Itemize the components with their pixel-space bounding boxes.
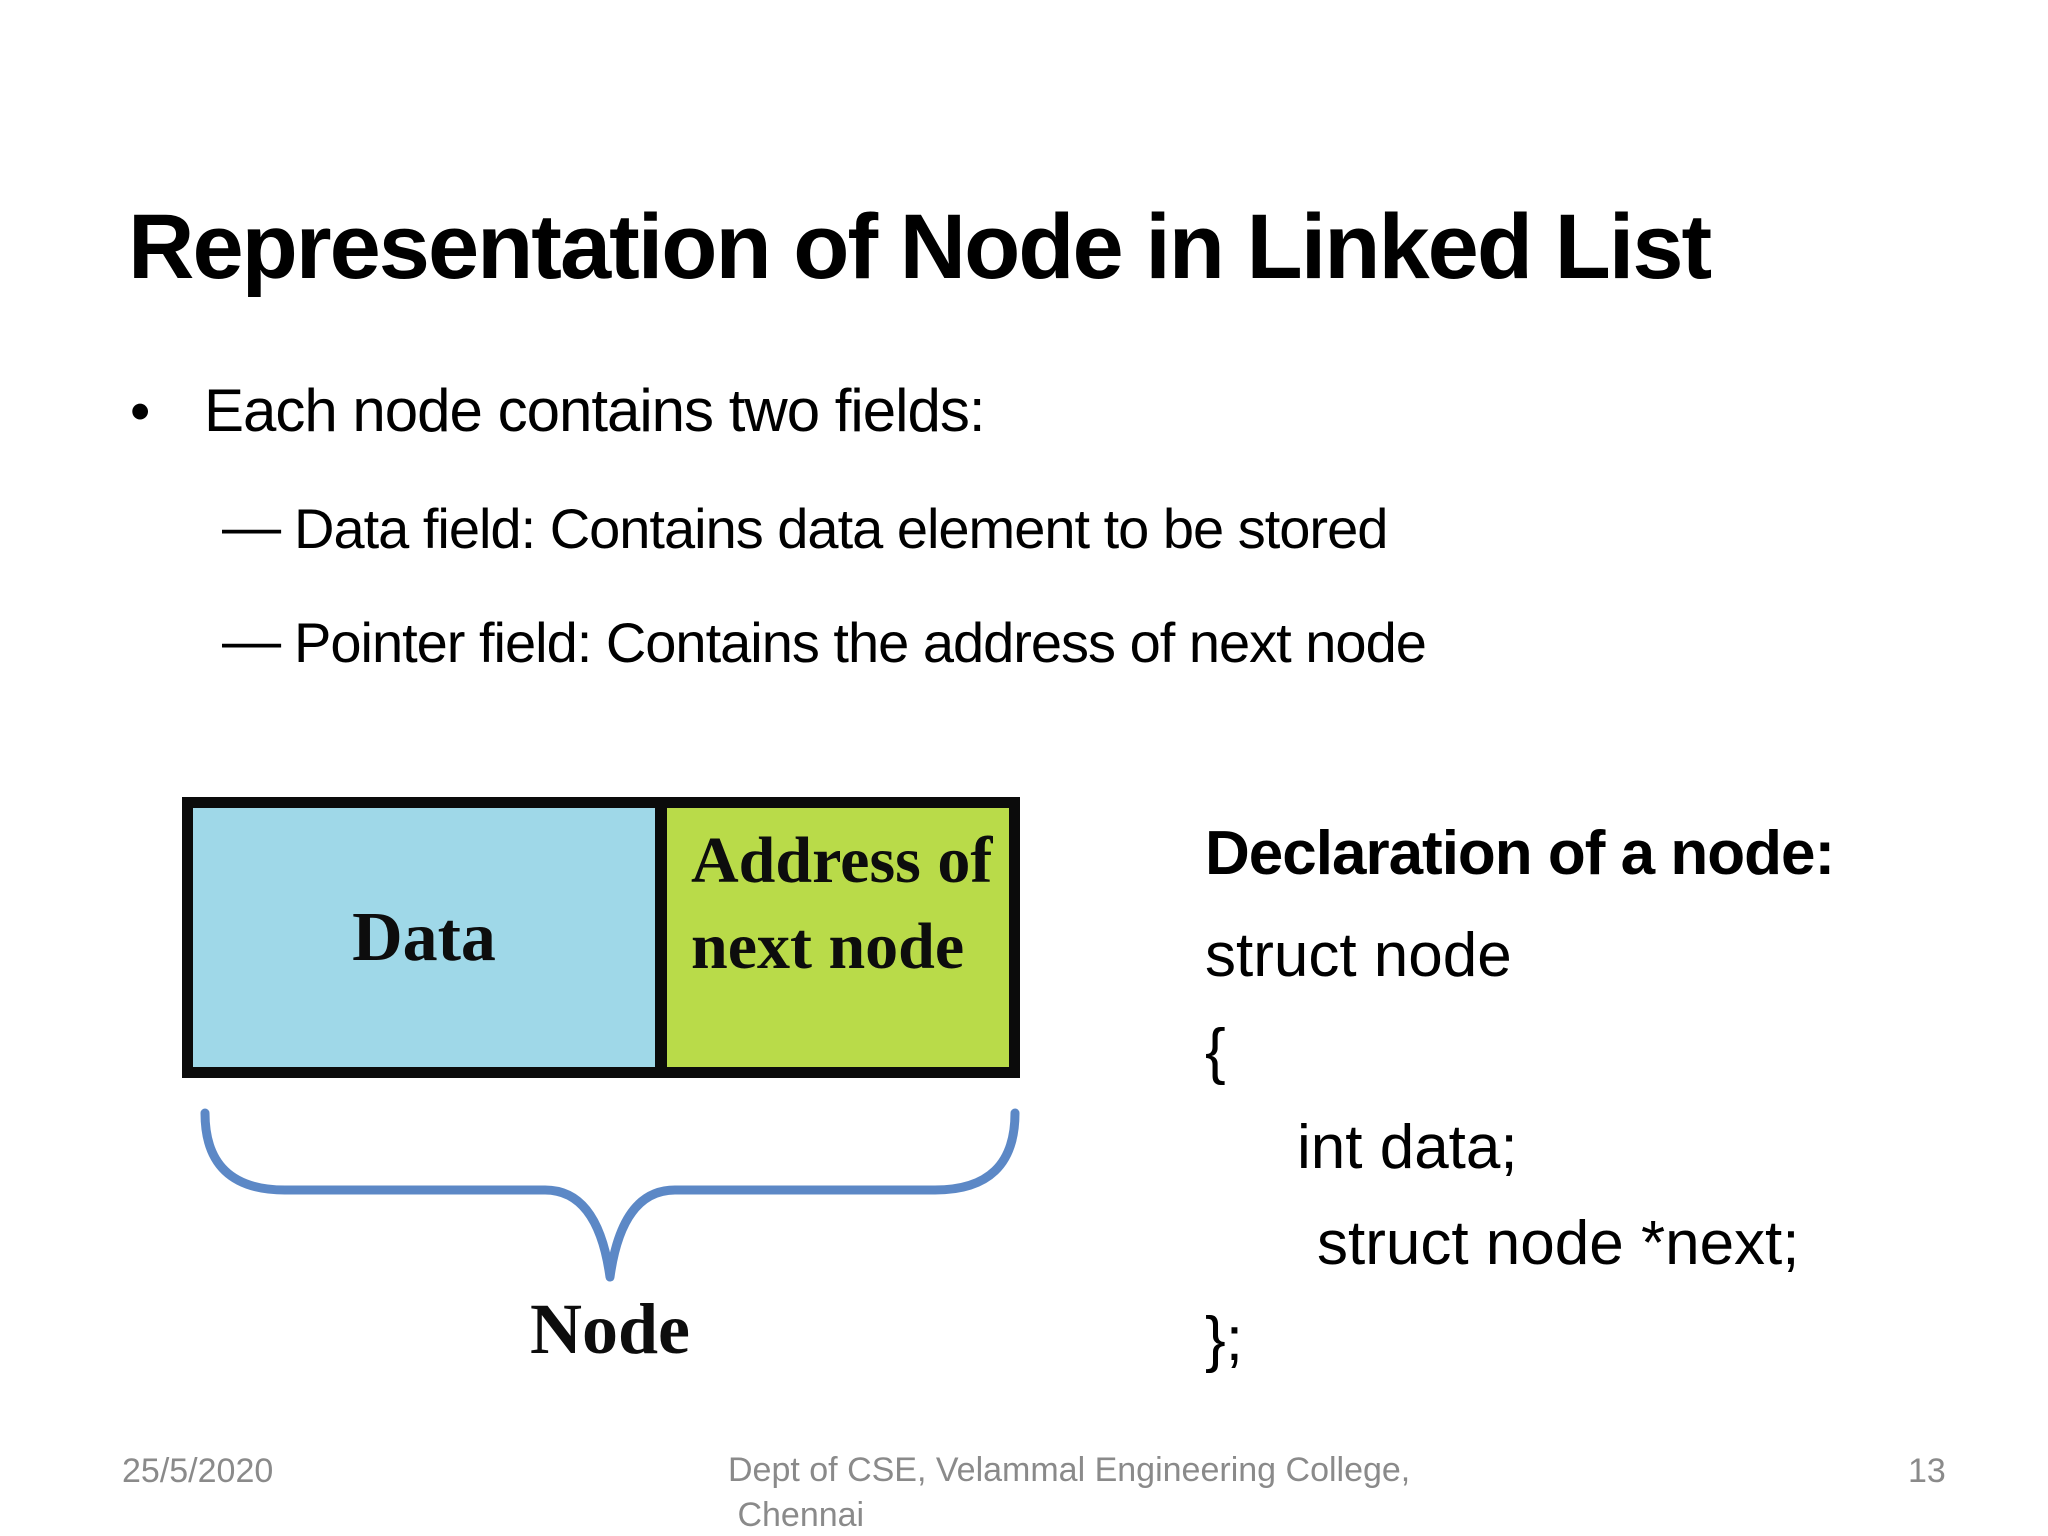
node-diagram: Data Address of next node xyxy=(182,797,1020,1078)
data-field-cell: Data xyxy=(193,808,667,1067)
bullet-main-text: Each node contains two fields: xyxy=(204,377,985,444)
code-line-int-data: int data; xyxy=(1297,1113,1518,1182)
bullet-sub-data-field: Data field: Contains data element to be … xyxy=(294,497,1388,560)
code-line-close-brace: }; xyxy=(1205,1305,1243,1374)
footer-date: 25/5/2020 xyxy=(122,1452,274,1490)
address-field-label: Address of next node xyxy=(691,824,993,983)
data-field-label: Data xyxy=(352,898,496,976)
footer-center: Dept of CSE, Velammal Engineering Colleg… xyxy=(728,1451,1411,1534)
sub-bullet-dash-icon: – xyxy=(222,495,282,558)
declaration-block: Declaration of a node: struct node { int… xyxy=(1205,806,1835,1388)
code-line-next-pointer: struct node *next; xyxy=(1317,1209,1800,1278)
declaration-heading: Declaration of a node: xyxy=(1205,819,1835,888)
footer-page-number: 13 xyxy=(1908,1452,1946,1490)
bullet-sub-pointer-field: Pointer field: Contains the address of n… xyxy=(294,611,1427,674)
node-caption: Node xyxy=(530,1289,690,1369)
slide-title: Representation of Node in Linked List xyxy=(128,195,1712,298)
bullet-marker-icon: • xyxy=(130,379,151,444)
sub-bullet-dash-icon: – xyxy=(222,609,282,672)
curly-brace-icon xyxy=(200,1108,1020,1282)
address-field-cell: Address of next node xyxy=(667,808,1009,1067)
code-line-struct: struct node xyxy=(1205,921,1512,990)
code-line-open-brace: { xyxy=(1205,1017,1226,1086)
